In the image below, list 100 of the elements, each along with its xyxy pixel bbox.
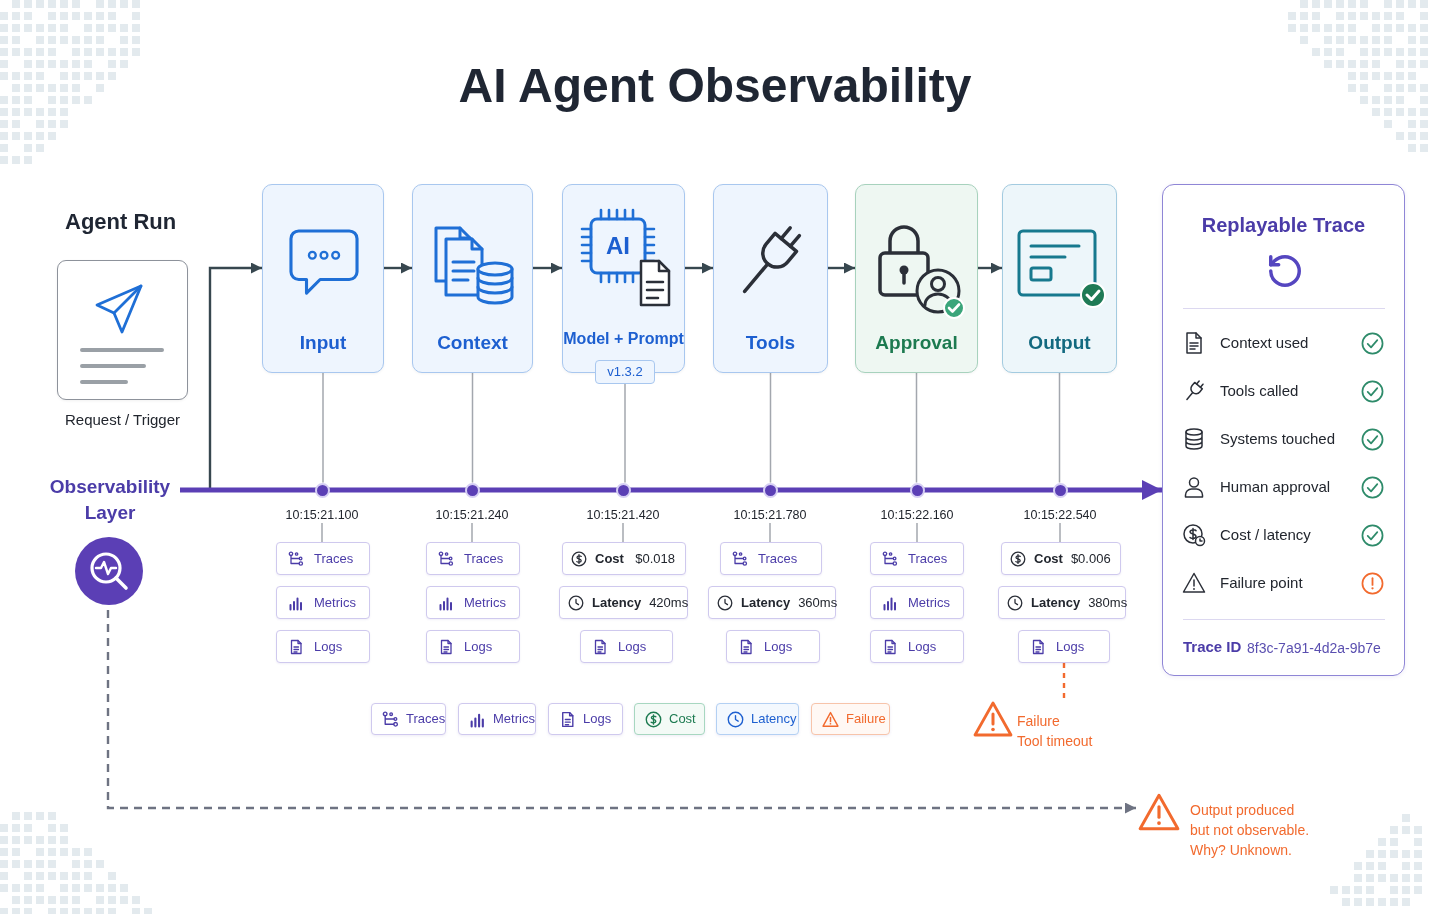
request-card xyxy=(57,260,188,400)
stage-card xyxy=(412,184,533,373)
timeline-arrow xyxy=(210,480,1162,500)
timestamp: 10:15:22.540 xyxy=(1020,508,1100,523)
timeline-dot xyxy=(314,482,330,498)
badge-value: $0.018 xyxy=(635,550,675,567)
telemetry-badge xyxy=(426,630,520,663)
connector-line xyxy=(471,522,473,543)
telemetry-badge xyxy=(870,586,964,619)
badge-value: 380ms xyxy=(1088,594,1128,611)
legend-label: Latency xyxy=(751,711,797,727)
badge-label: Logs xyxy=(764,638,793,655)
badge-value: $0.006 xyxy=(1070,550,1111,567)
flow-arrow xyxy=(533,262,562,274)
timeline-dot xyxy=(909,482,925,498)
card-caption: Request / Trigger xyxy=(64,410,181,430)
stage-card xyxy=(855,184,978,373)
checklist-item: Tools called xyxy=(1220,381,1299,401)
telemetry-badge xyxy=(276,586,370,619)
stage-label: Context xyxy=(437,332,508,354)
telemetry-badge xyxy=(426,586,520,619)
badge-label: Traces xyxy=(908,550,948,567)
telemetry-badge xyxy=(870,630,964,663)
telemetry-badge xyxy=(562,542,686,575)
badge-label: Traces xyxy=(314,550,354,567)
flow-arrow xyxy=(685,262,713,274)
chip-label: AI xyxy=(606,233,630,259)
badge-label: Logs xyxy=(1056,638,1085,655)
stage-label: Output xyxy=(1028,332,1091,354)
telemetry-badge xyxy=(276,542,370,575)
badge-label: Cost xyxy=(595,550,624,567)
legend-label: Cost xyxy=(669,711,696,727)
timestamp: 10:15:21.780 xyxy=(730,508,810,523)
diagram-title: AI Agent Observability xyxy=(458,58,972,114)
dashed-line xyxy=(1062,663,1066,700)
timestamp: 10:15:21.240 xyxy=(432,508,512,523)
stage-card xyxy=(713,184,828,373)
badge-value: 360ms xyxy=(798,594,838,611)
connector-line xyxy=(322,372,324,484)
flow-arrow xyxy=(208,262,262,490)
timeline-dot xyxy=(762,482,778,498)
connector-line xyxy=(624,383,626,484)
legend-label: Logs xyxy=(583,711,612,727)
connector-line xyxy=(915,372,918,484)
telemetry-badge xyxy=(559,586,688,619)
telemetry-badge xyxy=(1018,630,1110,663)
connector-line xyxy=(1059,522,1061,543)
stage-card xyxy=(262,184,384,373)
timeline-dot xyxy=(1052,482,1068,498)
panel-heading: Replayable Trace xyxy=(1201,213,1366,238)
stage-label: Approval xyxy=(875,332,958,354)
telemetry-badge xyxy=(580,630,673,663)
checklist-item: Failure point xyxy=(1220,573,1303,593)
badge-value: 420ms xyxy=(649,594,689,611)
badge-label: Latency xyxy=(592,594,642,611)
row-heading: Agent Run xyxy=(65,208,177,236)
badge-label: Logs xyxy=(618,638,647,655)
legend-label: Metrics xyxy=(493,711,535,727)
trace-id-label: Trace ID xyxy=(1183,637,1242,657)
failure-title: Failure xyxy=(1017,712,1060,731)
checklist-item: Cost / latency xyxy=(1220,525,1311,545)
connector-line xyxy=(1058,372,1061,484)
timestamp: 10:15:21.100 xyxy=(282,508,362,523)
failure-detail: Tool timeout xyxy=(1017,732,1093,751)
telemetry-badge xyxy=(426,542,520,575)
badge-label: Latency xyxy=(1031,594,1081,611)
badge-label: Logs xyxy=(314,638,343,655)
checklist-item: Context used xyxy=(1220,333,1309,353)
stage-label: Tools xyxy=(745,332,796,354)
layer-title: Observability Layer xyxy=(48,475,172,525)
legend-label: Traces xyxy=(406,711,446,727)
badge-label: Traces xyxy=(758,550,798,567)
badge-label: Cost xyxy=(1034,550,1063,567)
timeline-line xyxy=(180,487,210,493)
checklist-item: Human approval xyxy=(1220,477,1331,497)
telemetry-badge xyxy=(708,586,836,619)
timeline-dot xyxy=(615,482,631,498)
telemetry-badge xyxy=(276,630,370,663)
badge-label: Latency xyxy=(741,594,791,611)
flow-arrow xyxy=(828,262,855,274)
connector-line xyxy=(471,372,474,484)
warning-note: Output produced but not observable. Why? Unknown. xyxy=(1190,801,1311,860)
checklist-item: Systems touched xyxy=(1220,429,1336,449)
telemetry-badge xyxy=(720,542,822,575)
flow-arrow xyxy=(384,262,412,274)
stage-card xyxy=(1002,184,1117,373)
version-tag: v1.3.2 xyxy=(595,360,655,384)
connector-line xyxy=(769,522,771,543)
badge-label: Metrics xyxy=(908,594,950,611)
telemetry-badge xyxy=(1001,542,1121,575)
timestamp: 10:15:21.420 xyxy=(583,508,663,523)
badge-label: Metrics xyxy=(464,594,506,611)
telemetry-badge xyxy=(726,630,820,663)
timestamp: 10:15:22.160 xyxy=(877,508,957,523)
flow-arrow xyxy=(978,262,1002,274)
badge-label: Metrics xyxy=(314,594,356,611)
trace-id-value: 8f3c-7a91-4d2a-9b7e xyxy=(1247,639,1381,658)
telemetry-badge xyxy=(998,586,1126,619)
connector-line xyxy=(916,522,918,543)
badge-label: Logs xyxy=(464,638,493,655)
